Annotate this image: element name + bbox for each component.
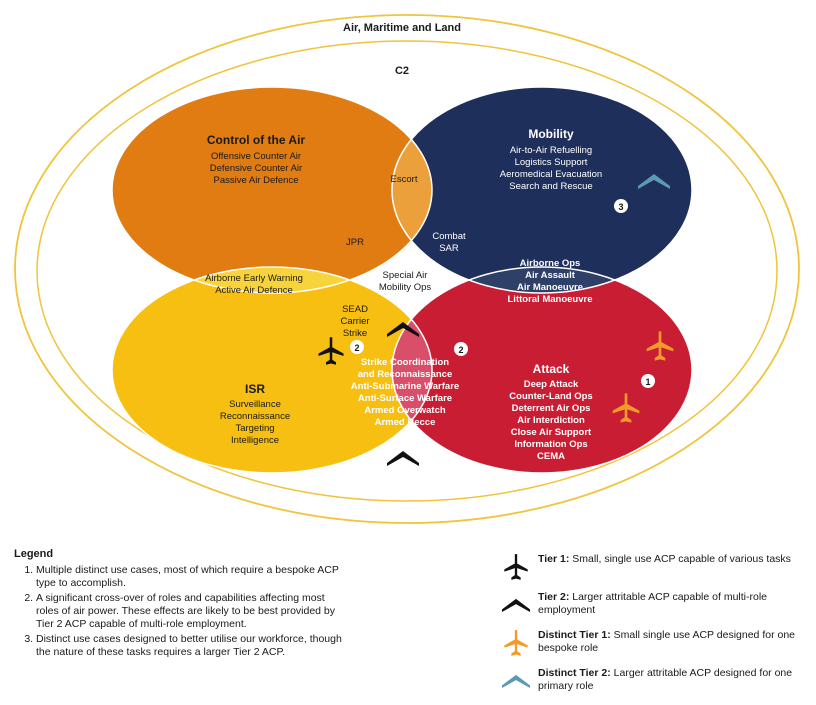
control-of-air-item: Passive Air Defence bbox=[213, 175, 298, 186]
legend-title: Legend bbox=[14, 548, 54, 560]
center-label: Special Air bbox=[383, 270, 428, 281]
legend-list: Multiple distinct use cases, most of whi… bbox=[14, 564, 344, 659]
marker-3: 3 bbox=[614, 199, 628, 213]
aew-label: Airborne Early Warning bbox=[205, 273, 303, 284]
escort-label: Escort bbox=[391, 174, 418, 185]
control-of-air-item: Defensive Counter Air bbox=[210, 163, 302, 174]
mobility-item: Logistics Support bbox=[515, 157, 588, 168]
legend-item: A significant cross-over of roles and ca… bbox=[36, 592, 344, 631]
attack-ellipse bbox=[392, 267, 692, 473]
c2-label: C2 bbox=[395, 65, 409, 77]
strike-coord-label: and Reconnaissance bbox=[358, 369, 453, 380]
isr-title: ISR bbox=[245, 382, 265, 396]
combat-sar-label: Combat bbox=[432, 231, 466, 242]
center-label: Mobility Ops bbox=[379, 282, 432, 293]
strike-coord-label: Armed Recce bbox=[375, 417, 436, 428]
isr-ellipse bbox=[112, 267, 432, 473]
key-tier2: Tier 2: Larger attritable ACP capable of… bbox=[500, 591, 800, 619]
outer-label: Air, Maritime and Land bbox=[343, 22, 461, 34]
isr-item: Reconnaissance bbox=[220, 411, 290, 422]
attack-title: Attack bbox=[533, 362, 570, 376]
sead-label: Strike bbox=[343, 328, 367, 339]
attack-item: Close Air Support bbox=[511, 427, 592, 438]
control-of-air-ellipse bbox=[112, 87, 432, 293]
key-tier1: Tier 1: Small, single use ACP capable of… bbox=[500, 553, 800, 581]
control-of-air-title: Control of the Air bbox=[207, 133, 306, 147]
key-distinct-tier1: Distinct Tier 1: Small single use ACP de… bbox=[500, 629, 800, 657]
attack-item: Information Ops bbox=[514, 439, 587, 450]
blue-chevron-icon bbox=[502, 674, 530, 688]
mobility-item: Search and Rescue bbox=[509, 181, 592, 192]
sead-label: Carrier bbox=[340, 316, 369, 327]
legend-item: Multiple distinct use cases, most of whi… bbox=[36, 564, 344, 590]
svg-text:1: 1 bbox=[645, 377, 650, 387]
ellipse-outlines bbox=[111, 86, 693, 474]
key-text: Small single use ACP designed for one be… bbox=[538, 629, 796, 654]
key-label: Distinct Tier 1: bbox=[538, 629, 611, 641]
svg-text:2: 2 bbox=[354, 343, 359, 353]
key-text: Larger attritable ACP designed for one p… bbox=[538, 667, 793, 692]
isr-item: Surveillance bbox=[229, 399, 281, 410]
mobility-ellipse bbox=[392, 87, 692, 293]
sead-label: SEAD bbox=[342, 304, 368, 315]
svg-text:3: 3 bbox=[618, 202, 623, 212]
attack-item: Deterrent Air Ops bbox=[512, 403, 591, 414]
key-label: Tier 2: bbox=[538, 591, 570, 603]
isr-item: Targeting bbox=[235, 423, 274, 434]
airborne-ops-label: Air Manoeuvre bbox=[517, 282, 583, 293]
mobility-item: Air-to-Air Refuelling bbox=[510, 145, 592, 156]
airborne-ops-label: Littoral Manoeuvre bbox=[508, 294, 593, 305]
key-distinct-tier2: Distinct Tier 2: Larger attritable ACP d… bbox=[500, 667, 800, 695]
strike-coord-label: Anti-Submarine Warfare bbox=[351, 381, 459, 392]
control-of-air-item: Offensive Counter Air bbox=[211, 151, 301, 162]
jpr-label: JPR bbox=[346, 237, 364, 248]
key-text: Larger attritable ACP capable of multi-r… bbox=[538, 591, 767, 616]
marker-1: 1 bbox=[641, 374, 655, 388]
attack-item: Deep Attack bbox=[524, 379, 579, 390]
tier2-chevron-icon bbox=[387, 451, 419, 466]
svg-text:2: 2 bbox=[458, 345, 463, 355]
isr-item: Intelligence bbox=[231, 435, 279, 446]
marker-2-left: 2 bbox=[350, 340, 364, 354]
roles-venn-diagram: Air, Maritime and Land C2 Control of the… bbox=[14, 14, 800, 524]
key-label: Tier 1: bbox=[538, 553, 570, 565]
key-text: Small, single use ACP capable of various… bbox=[572, 553, 791, 565]
combat-sar-label: SAR bbox=[439, 243, 459, 254]
strike-coord-label: Strike Coordination bbox=[361, 357, 449, 368]
key-label: Distinct Tier 2: bbox=[538, 667, 611, 679]
c2-ring bbox=[36, 40, 778, 502]
mobility-title: Mobility bbox=[528, 127, 574, 141]
aew-label: Active Air Defence bbox=[215, 285, 293, 296]
attack-item: Air Interdiction bbox=[517, 415, 585, 426]
marker-2-right: 2 bbox=[454, 342, 468, 356]
tier-key: Tier 1: Small, single use ACP capable of… bbox=[500, 553, 800, 705]
airborne-ops-label: Air Assault bbox=[525, 270, 576, 281]
airborne-ops-label: Airborne Ops bbox=[520, 258, 581, 269]
orange-plane-icon bbox=[504, 630, 528, 656]
legend-item: Distinct use cases designed to better ut… bbox=[36, 633, 344, 659]
legend: Legend Multiple distinct use cases, most… bbox=[14, 548, 344, 661]
strike-coord-label: Anti-Surface Warfare bbox=[358, 393, 452, 404]
strike-coord-label: Armed Overwatch bbox=[364, 405, 446, 416]
plane-icon bbox=[504, 554, 528, 580]
attack-item: CEMA bbox=[537, 451, 565, 462]
attack-item: Counter-Land Ops bbox=[509, 391, 592, 402]
mobility-item: Aeromedical Evacuation bbox=[500, 169, 602, 180]
outer-ring bbox=[14, 14, 800, 524]
chevron-icon bbox=[502, 598, 530, 612]
